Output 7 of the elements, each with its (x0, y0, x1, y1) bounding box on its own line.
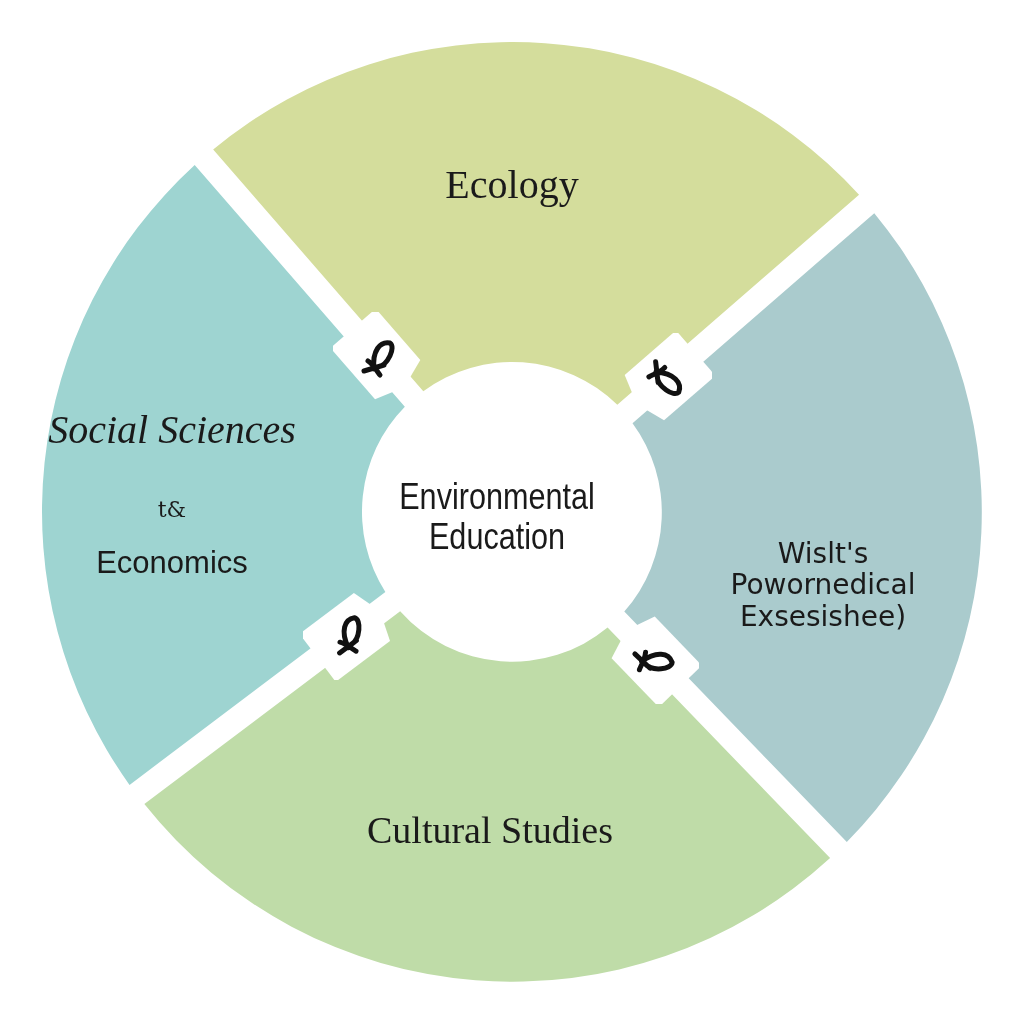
segment-label: Wislt's Powornedical Exsesishee) (729, 537, 917, 632)
segment-label: Ecology (444, 162, 580, 208)
segment-label: Cultural Studies (366, 808, 614, 852)
segment-label: Social Sciences (47, 407, 297, 453)
segment-sublabel: Economics (95, 545, 249, 581)
segment-sublabel: t& (156, 497, 188, 523)
segment-label: Environmental Education (398, 476, 596, 558)
